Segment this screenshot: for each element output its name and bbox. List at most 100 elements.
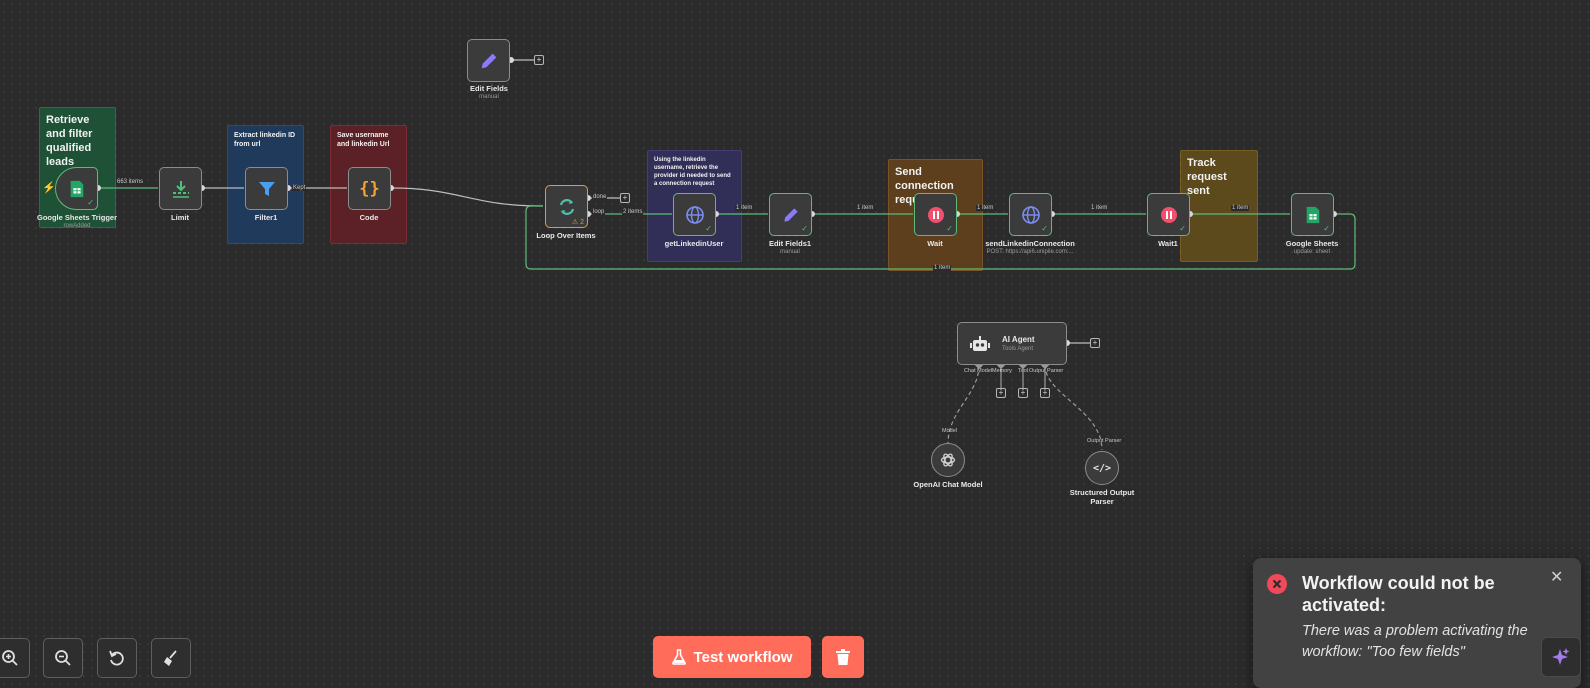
ai-assistant-button[interactable]: [1541, 637, 1581, 677]
node-label: Wait1: [1158, 239, 1178, 248]
node-limit[interactable]: [159, 167, 202, 210]
node-subtitle: manual: [479, 94, 499, 100]
node-wait[interactable]: ✓: [914, 193, 957, 236]
trash-icon: [836, 649, 850, 665]
error-icon: [1267, 574, 1287, 594]
node-structured-output-parser[interactable]: </>: [1085, 451, 1119, 485]
edge-label-loop-back: 1 item: [933, 265, 952, 271]
node-filter1[interactable]: [245, 167, 288, 210]
toast-title: Workflow could not be activated:: [1302, 573, 1495, 615]
openai-icon: [940, 453, 956, 467]
test-workflow-button[interactable]: Test workflow: [653, 636, 811, 678]
node-subtitle: POST: https://api6.unipile.com:...: [986, 249, 1074, 255]
add-tool-button[interactable]: +: [1018, 388, 1028, 398]
google-sheets-icon: [70, 180, 83, 197]
warning-badge: ⚠ 2: [571, 219, 584, 226]
broom-icon: [164, 650, 177, 666]
add-output-parser-button[interactable]: +: [1040, 388, 1050, 398]
reset-zoom-button[interactable]: [97, 638, 137, 678]
ai-agent-title: AI Agent: [1002, 335, 1035, 344]
globe-icon: [685, 205, 704, 224]
node-label: Edit Fields: [470, 84, 508, 93]
edge-label-1-item: 1 item: [976, 205, 995, 211]
edge-label-663: 663 items: [116, 179, 145, 185]
node-code[interactable]: {}: [348, 167, 391, 210]
google-sheets-icon: [1306, 206, 1319, 223]
warning-count: 2: [580, 219, 584, 226]
node-ai-agent[interactable]: AI Agent Tools Agent: [957, 322, 1067, 365]
node-label: getLinkedinUser: [664, 239, 724, 248]
pencil-icon: [481, 53, 496, 68]
node-label: Edit Fields1: [768, 239, 812, 248]
node-subtitle: manual: [780, 249, 800, 255]
code-braces-icon: {}: [359, 178, 380, 199]
node-get-linkedin-user[interactable]: ✓: [673, 193, 716, 236]
robot-icon: [970, 335, 990, 351]
sticky-save-text: Save username and linkedin Url: [337, 132, 390, 148]
sticky-extract-text: Extract linkedin ID from url: [234, 132, 296, 148]
success-check-icon: ✓: [1179, 224, 1186, 233]
port-label-chat-model: Chat Model: [964, 368, 993, 374]
zoom-out-button[interactable]: [43, 638, 83, 678]
edge-label-loop: loop: [592, 209, 606, 215]
port-label-tool: Tool: [1018, 368, 1029, 374]
node-label: Google Sheets Trigger: [36, 213, 118, 222]
zoom-out-icon: [55, 650, 71, 666]
node-send-linkedin-connection[interactable]: ✓: [1009, 193, 1052, 236]
add-chat-model-button[interactable]: +: [996, 388, 1006, 398]
node-edit-fields[interactable]: [467, 39, 510, 82]
close-icon[interactable]: ✕: [1550, 569, 1564, 586]
node-subtitle: rowAdded: [63, 223, 91, 229]
sticky-using-text: Using the linkedin username, retrieve th…: [654, 157, 731, 187]
node-label: Code: [359, 213, 379, 222]
edge-label-kept: Kept: [292, 185, 307, 191]
edge-label-1-item: 1 item: [735, 205, 754, 211]
flask-icon: [671, 649, 686, 665]
error-toast: Workflow could not be activated: There w…: [1253, 558, 1581, 688]
test-workflow-label: Test workflow: [693, 648, 793, 666]
node-label: Google Sheets: [1285, 239, 1339, 248]
node-label: Wait: [927, 239, 943, 248]
port-label-memory: Memory: [992, 368, 1012, 374]
zoom-in-button[interactable]: [0, 638, 30, 678]
node-label: Structured Output Parser: [1069, 488, 1135, 506]
add-node-button[interactable]: +: [1090, 338, 1100, 348]
toast-message: There was a problem activating the workf…: [1302, 623, 1528, 660]
node-wait1[interactable]: ✓: [1147, 193, 1190, 236]
sticky-retrieve-text: Retrieve and filter qualified leads: [46, 114, 93, 168]
edge-label-1-item: 1 item: [1090, 205, 1109, 211]
node-google-sheets[interactable]: ✓: [1291, 193, 1334, 236]
edge-label-2-items: 2 items: [622, 209, 644, 215]
trigger-bolt-icon: ⚡: [42, 182, 56, 194]
edge-label-done: done: [592, 194, 608, 200]
success-check-icon: ✓: [87, 198, 94, 207]
edge-label-1-item: 1 item: [1231, 205, 1250, 211]
filter-icon: [258, 181, 275, 196]
delete-button[interactable]: [822, 636, 864, 678]
tidy-up-button[interactable]: [151, 638, 191, 678]
node-label: Limit: [171, 213, 189, 222]
node-label: sendLinkedinConnection: [985, 239, 1075, 248]
limit-icon: [172, 180, 189, 198]
port-label-model: Model: [942, 428, 957, 434]
node-google-sheets-trigger[interactable]: ✓: [55, 167, 98, 210]
success-check-icon: ✓: [801, 224, 808, 233]
node-label: OpenAI Chat Model: [913, 480, 983, 489]
success-check-icon: ✓: [1323, 224, 1330, 233]
port-label-output-parser: Output Parser: [1029, 368, 1064, 374]
add-node-button[interactable]: +: [534, 55, 544, 65]
port-label-output-parser: Output Parser: [1087, 438, 1122, 444]
success-check-icon: ✓: [705, 224, 712, 233]
sparkle-icon: [1552, 648, 1570, 665]
pause-icon: [927, 206, 944, 223]
undo-icon: [109, 650, 124, 666]
zoom-in-icon: [2, 650, 18, 666]
node-label: Loop Over Items: [536, 231, 596, 240]
node-edit-fields1[interactable]: ✓: [769, 193, 812, 236]
edge-label-1-item: 1 item: [856, 205, 875, 211]
success-check-icon: ✓: [1041, 224, 1048, 233]
node-loop-over-items[interactable]: ⚠ 2: [545, 185, 588, 228]
add-node-button[interactable]: +: [620, 193, 630, 203]
node-openai-chat-model[interactable]: [931, 443, 965, 477]
